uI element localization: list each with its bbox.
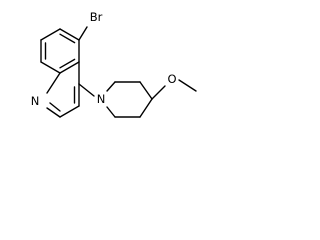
bond-o-methyl [178, 79, 197, 92]
bond-c6-c7 [40, 28, 61, 41]
bond-c6p-npip [106, 106, 116, 118]
bond-c8a-n1 [46, 72, 61, 94]
bond-c4p-c5p [139, 98, 153, 118]
bond-c8a-c4a-inner [59, 58, 76, 69]
bond-c6-br [78, 26, 88, 41]
benzo-ring [40, 28, 80, 74]
bond-npip-c2p [106, 81, 116, 92]
bond-c2-c3 [59, 105, 80, 118]
bond-n1-c2-inner [49, 102, 61, 112]
bond-c8-c8a [40, 61, 61, 74]
chemical-structure: Br N N O [31, 10, 197, 118]
bromine-label: Br [90, 10, 103, 24]
bond-c5-c6-inner [59, 33, 76, 44]
oxygen-label: O [167, 72, 176, 86]
piperidine-ring [106, 81, 153, 118]
quinoline-nitrogen-label: N [31, 94, 40, 108]
piperidine-nitrogen-label: N [97, 92, 106, 106]
bond-c4-npip [78, 83, 95, 97]
pyridine-ring [46, 61, 80, 118]
bond-c5-c6 [59, 28, 80, 41]
bond-c8a-c4a [59, 61, 80, 74]
bond-n1-c2 [46, 107, 61, 118]
bond-c3p-c4p [139, 81, 153, 100]
bond-c4p-o [151, 85, 166, 100]
